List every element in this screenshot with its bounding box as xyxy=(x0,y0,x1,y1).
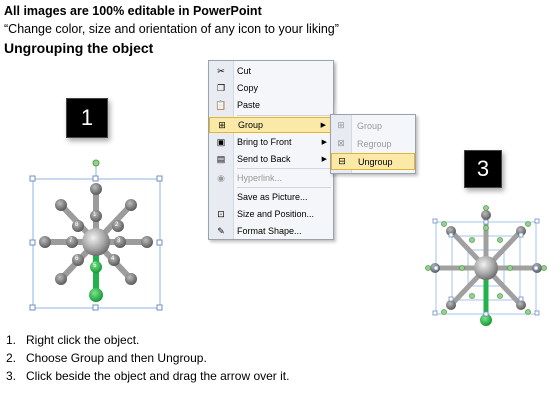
node-label-7: 7 xyxy=(69,238,73,244)
steps-list: 1.Right click the object. 2.Choose Group… xyxy=(6,331,289,385)
format-shape-icon: ✎ xyxy=(217,225,225,236)
submenu-arrow-icon: ▶ xyxy=(321,139,327,146)
node-label-6: 6 xyxy=(75,256,79,262)
context-menu: ✂ Cut ❐ Copy 📋 Paste ⊞ Group ▶ ▣ Bring t… xyxy=(208,60,334,240)
submenu-arrow-icon: ▶ xyxy=(321,156,327,163)
step-item: 3.Click beside the object and drag the a… xyxy=(6,369,290,383)
menu-item-bring-to-front[interactable]: ▣ Bring to Front ▶ xyxy=(216,136,327,148)
step-item: 2.Choose Group and then Ungroup. xyxy=(6,351,207,365)
group-icon: ⊞ xyxy=(218,119,226,130)
submenu-item-ungroup[interactable]: ⊟ Ungroup xyxy=(331,153,415,170)
menu-item-size-and-position[interactable]: ⊡ Size and Position... xyxy=(209,206,333,222)
grouped-object-diagram xyxy=(29,159,163,311)
step-item: 1.Right click the object. xyxy=(6,333,140,347)
globe-icon: ◉ xyxy=(217,172,225,183)
scissors-icon: ✂ xyxy=(217,65,225,76)
ungrouped-object-diagram xyxy=(425,205,547,326)
submenu-arrow-icon: ▶ xyxy=(320,122,326,129)
menu-item-paste[interactable]: 📋 Paste xyxy=(215,99,261,111)
menu-item-cut[interactable]: ✂ Cut xyxy=(209,63,333,79)
group-icon: ⊞ xyxy=(337,120,345,130)
node-label-4: 4 xyxy=(111,256,115,262)
menu-item-copy[interactable]: ❐ Copy xyxy=(216,82,259,94)
menu-item-save-as-picture[interactable]: Save as Picture... xyxy=(237,192,308,202)
ungroup-icon: ⊟ xyxy=(338,156,346,166)
group-submenu: ⊞ Group ⊠ Regroup ⊟ Ungroup xyxy=(330,114,416,174)
copy-icon: ❐ xyxy=(216,82,226,93)
node-label-5: 5 xyxy=(93,263,97,269)
section-title: Ungrouping the object xyxy=(4,40,154,56)
size-position-icon: ⊡ xyxy=(217,208,225,219)
submenu-item-regroup[interactable]: ⊠ Regroup xyxy=(331,135,415,152)
paste-icon: 📋 xyxy=(215,99,227,110)
header-subtitle: “Change color, size and orientation of a… xyxy=(4,22,339,36)
bring-to-front-icon: ▣ xyxy=(216,136,226,147)
node-label-8: 8 xyxy=(75,222,79,228)
menu-item-group[interactable]: ⊞ Group ▶ xyxy=(209,117,333,133)
step-box-3: 3 xyxy=(464,150,502,188)
menu-item-send-to-back[interactable]: ▤ Send to Back ▶ xyxy=(216,153,327,165)
submenu-item-group[interactable]: ⊞ Group xyxy=(331,117,415,134)
step-box-1: 1 xyxy=(66,98,108,138)
node-label-2: 2 xyxy=(115,222,119,228)
menu-item-hyperlink[interactable]: ◉ Hyperlink... xyxy=(209,170,333,186)
node-label-1: 1 xyxy=(93,212,97,218)
send-to-back-icon: ▤ xyxy=(216,153,226,164)
regroup-icon: ⊠ xyxy=(337,138,345,148)
header-title: All images are 100% editable in PowerPoi… xyxy=(4,4,262,18)
node-label-3: 3 xyxy=(117,238,121,244)
menu-item-format-shape[interactable]: ✎ Format Shape... xyxy=(209,223,333,239)
